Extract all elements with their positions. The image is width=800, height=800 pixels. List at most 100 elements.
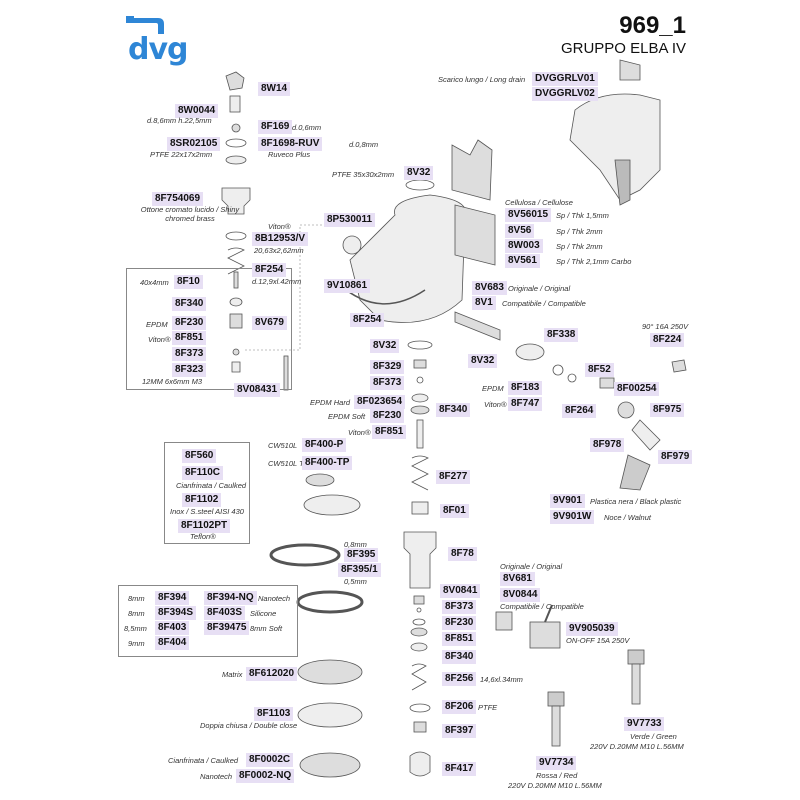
part-note: ON-OFF 15A 250V xyxy=(566,636,630,645)
part-note: Plastica nera / Black plastic xyxy=(590,497,682,506)
gasket-box xyxy=(118,585,298,657)
part-code: 8V0844 xyxy=(500,588,541,602)
part-note: 8,5mm xyxy=(124,624,147,633)
part-code: 8V1 xyxy=(472,296,496,310)
part-code: DVGGRLV01 xyxy=(532,72,598,86)
part-code: 8F400-TP xyxy=(302,456,353,470)
part-note: Doppia chiusa / Double close xyxy=(200,721,298,730)
part-note: Nanotech xyxy=(200,772,233,781)
part-code: 8F52 xyxy=(585,363,614,377)
part-code: 8V32 xyxy=(404,166,434,180)
part-code: 8F1103 xyxy=(254,707,294,721)
part-code: 8F230 xyxy=(172,316,207,330)
part-code: 8V0841 xyxy=(440,584,481,598)
part-code: 8F254 xyxy=(350,313,385,327)
part-code: 8SR02105 xyxy=(167,137,221,151)
cellulose-note: Cellulosa / Cellulose xyxy=(505,198,573,207)
part-note: d.12,9xl.42mm xyxy=(252,277,302,286)
part-code: 9V905039 xyxy=(566,622,618,636)
part-note: Sp / Thk 2,1mm Carbo xyxy=(556,257,632,266)
part-code: 8V679 xyxy=(252,316,287,330)
part-note: Matrix xyxy=(222,670,243,679)
part-code: 8F323 xyxy=(172,363,207,377)
part-note: Cianfrinata / Caulked xyxy=(176,481,247,490)
faucet-icon xyxy=(126,16,164,34)
page-subtitle: GRUPPO ELBA IV xyxy=(560,40,686,57)
part-code: 8F612020 xyxy=(246,667,298,681)
part-code: 8F230 xyxy=(442,616,477,630)
part-code: 8F338 xyxy=(544,328,579,342)
part-code: 8V32 xyxy=(370,339,400,353)
shower-box xyxy=(164,442,250,544)
part-code: 8F0002C xyxy=(246,753,294,767)
part-code: 8V08431 xyxy=(234,383,281,397)
part-code: 8F1698-RUV xyxy=(258,137,323,151)
part-note: d.8,6mm h.22,5mm xyxy=(147,116,212,125)
part-code: 8F404 xyxy=(155,636,190,650)
brand-text: dvg xyxy=(128,32,189,67)
part-code: 9V10861 xyxy=(324,279,371,293)
part-code: 8F0002-NQ xyxy=(236,769,295,783)
part-code: 8F224 xyxy=(650,333,685,347)
dvg-logo: dvg xyxy=(124,14,204,72)
part-code: 8F340 xyxy=(172,297,207,311)
part-code: 8F395/1 xyxy=(338,563,381,577)
part-note: PTFE 35x30x2mm xyxy=(332,170,395,179)
part-note: Sp / Thk 2mm xyxy=(556,242,603,251)
seal-set-box xyxy=(126,268,292,390)
part-code: 8V56 xyxy=(505,224,535,238)
part-note: Rossa / Red xyxy=(536,771,578,780)
part-note: Compatibile / Compatible xyxy=(500,602,584,611)
part-code: 8F394 xyxy=(155,591,190,605)
part-note: Verde / Green xyxy=(630,732,677,741)
part-note: Cianfrinata / Caulked xyxy=(168,756,239,765)
part-code: 8V681 xyxy=(500,572,535,586)
part-code: 8V683 xyxy=(472,281,507,295)
part-code: 8F01 xyxy=(440,504,469,518)
part-code: 9V7733 xyxy=(624,717,665,731)
part-note: 40x4mm xyxy=(140,278,169,287)
part-code: 8F39475 xyxy=(204,621,250,635)
part-note: d.0,6mm xyxy=(292,123,322,132)
part-note: Viton® xyxy=(148,335,171,344)
green-spec: 220V D.20MM M10 L.56MM xyxy=(590,742,684,751)
part-code: 8W0044 xyxy=(175,104,219,118)
part-code: 8W003 xyxy=(505,239,543,253)
part-note: CW510L xyxy=(268,441,298,450)
part-note: 8mm xyxy=(128,594,145,603)
part-code: 8F403S xyxy=(204,606,246,620)
part-note: PTFE 22x17x2mm xyxy=(150,150,213,159)
part-code: 8F110C xyxy=(182,466,224,480)
part-code: 8F978 xyxy=(590,438,625,452)
part-code: 8F340 xyxy=(436,403,471,417)
part-code: 8F78 xyxy=(448,547,477,561)
part-note: Sp / Thk 1,5mm xyxy=(556,211,609,220)
part-code: 8F403 xyxy=(155,621,190,635)
part-code: 8V56015 xyxy=(505,208,552,222)
part-note: PTFE xyxy=(478,703,498,712)
part-code: 9V7734 xyxy=(536,756,577,770)
part-note: Originale / Original xyxy=(500,562,563,571)
part-note: Compatibile / Compatible xyxy=(502,299,586,308)
part-note: Nanotech xyxy=(258,594,291,603)
part-note: 0,8mm xyxy=(344,540,367,549)
ruveco-note: Ruveco Plus xyxy=(268,150,311,159)
part-code: 8F417 xyxy=(442,762,477,776)
part-code: 8F230 xyxy=(370,409,405,423)
part-code: 8F975 xyxy=(650,403,685,417)
part-note: Viton® xyxy=(348,428,371,437)
part-note: Ottone cromato lucido / Shiny chromed br… xyxy=(140,205,240,223)
part-note: d.0,8mm xyxy=(349,140,379,149)
part-code: 8F183 xyxy=(508,381,543,395)
part-code: 8F10 xyxy=(174,275,203,289)
part-note: EPDM Soft xyxy=(328,412,366,421)
page-title: 969_1 xyxy=(619,12,686,39)
part-code: 8F373 xyxy=(172,347,207,361)
part-code: 8F1102 xyxy=(182,493,222,507)
part-code: 8F329 xyxy=(370,360,405,374)
part-code: 8F00254 xyxy=(614,382,660,396)
part-code: 8F560 xyxy=(182,449,217,463)
part-code: 8F394S xyxy=(155,606,197,620)
part-note: 8mm Soft xyxy=(250,624,283,633)
